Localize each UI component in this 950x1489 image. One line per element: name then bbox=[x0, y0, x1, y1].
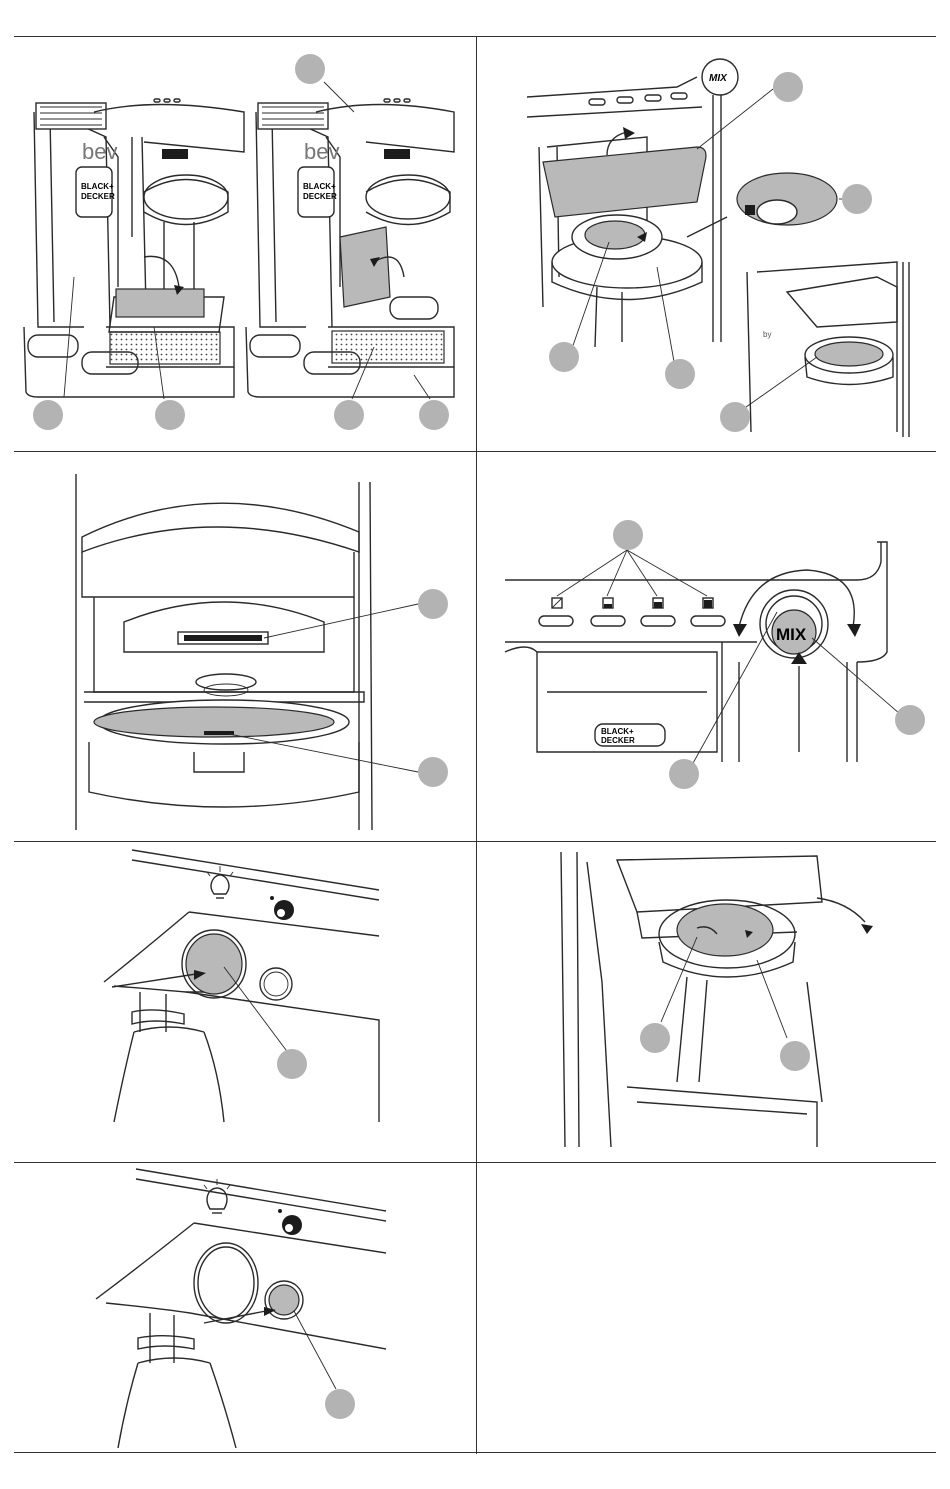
brand-side-text: bev bbox=[82, 139, 117, 164]
light-button[interactable] bbox=[182, 930, 246, 998]
callout-marker bbox=[895, 705, 925, 735]
callout-marker bbox=[665, 359, 695, 389]
rule-bottom bbox=[14, 1452, 936, 1453]
small-cup-button[interactable] bbox=[591, 598, 625, 626]
brand-logo-line1-b: BLACK+ bbox=[303, 182, 336, 191]
brand-logo-line2: DECKER bbox=[81, 192, 115, 201]
water-drop-icon bbox=[270, 896, 294, 920]
button-row bbox=[539, 598, 725, 626]
figure-empty bbox=[477, 1163, 937, 1451]
empty-cup-button[interactable] bbox=[539, 598, 573, 626]
figure-control-panel: MIX BLACK+ DECKER bbox=[477, 452, 937, 840]
figure-water-button bbox=[14, 1163, 475, 1451]
pod-inset-view: by bbox=[747, 262, 909, 437]
figure-rotating-holder bbox=[477, 842, 937, 1161]
callout-marker bbox=[720, 402, 750, 432]
callout-marker bbox=[613, 520, 643, 550]
brand-logo-line1: BLACK+ bbox=[81, 182, 114, 191]
callout-marker bbox=[33, 400, 63, 430]
callout-marker bbox=[334, 400, 364, 430]
brand-side-text-inset: by bbox=[763, 330, 771, 339]
callout-marker bbox=[780, 1041, 810, 1071]
callout-marker bbox=[669, 759, 699, 789]
callout-marker bbox=[419, 400, 449, 430]
medium-cup-button[interactable] bbox=[641, 598, 675, 626]
figure-pod-holder bbox=[14, 452, 475, 840]
callout-marker bbox=[773, 72, 803, 102]
figure-drip-tray: BLACK+ DECKER bev BLACK+ DECKER bev bbox=[14, 37, 475, 450]
callout-marker bbox=[277, 1049, 307, 1079]
machine-view-right: BLACK+ DECKER bev bbox=[246, 99, 454, 397]
callout-marker bbox=[418, 589, 448, 619]
callout-marker bbox=[640, 1023, 670, 1053]
machine-view-left: BLACK+ DECKER bev bbox=[24, 99, 244, 397]
callout-marker bbox=[418, 757, 448, 787]
mix-knob-label-mini: MIX bbox=[709, 73, 728, 84]
callout-marker bbox=[549, 342, 579, 372]
callout-marker bbox=[842, 184, 872, 214]
brand-side-text-b: bev bbox=[304, 139, 339, 164]
brand-logo-line2-panel: DECKER bbox=[601, 736, 635, 745]
lightbulb-icon bbox=[207, 866, 233, 898]
water-drop-icon bbox=[278, 1209, 302, 1235]
callout-marker bbox=[155, 400, 185, 430]
callout-marker bbox=[295, 54, 325, 84]
brand-logo-line2-b: DECKER bbox=[303, 192, 337, 201]
mix-knob-label: MIX bbox=[776, 625, 807, 644]
brand-logo-line1-panel: BLACK+ bbox=[601, 727, 634, 736]
figure-pod-chamber: MIX by bbox=[477, 37, 937, 450]
mini-button-row bbox=[589, 93, 687, 105]
water-button[interactable] bbox=[265, 1281, 303, 1319]
figure-light-button bbox=[14, 842, 475, 1161]
large-cup-button[interactable] bbox=[691, 598, 725, 626]
callout-marker bbox=[325, 1389, 355, 1419]
